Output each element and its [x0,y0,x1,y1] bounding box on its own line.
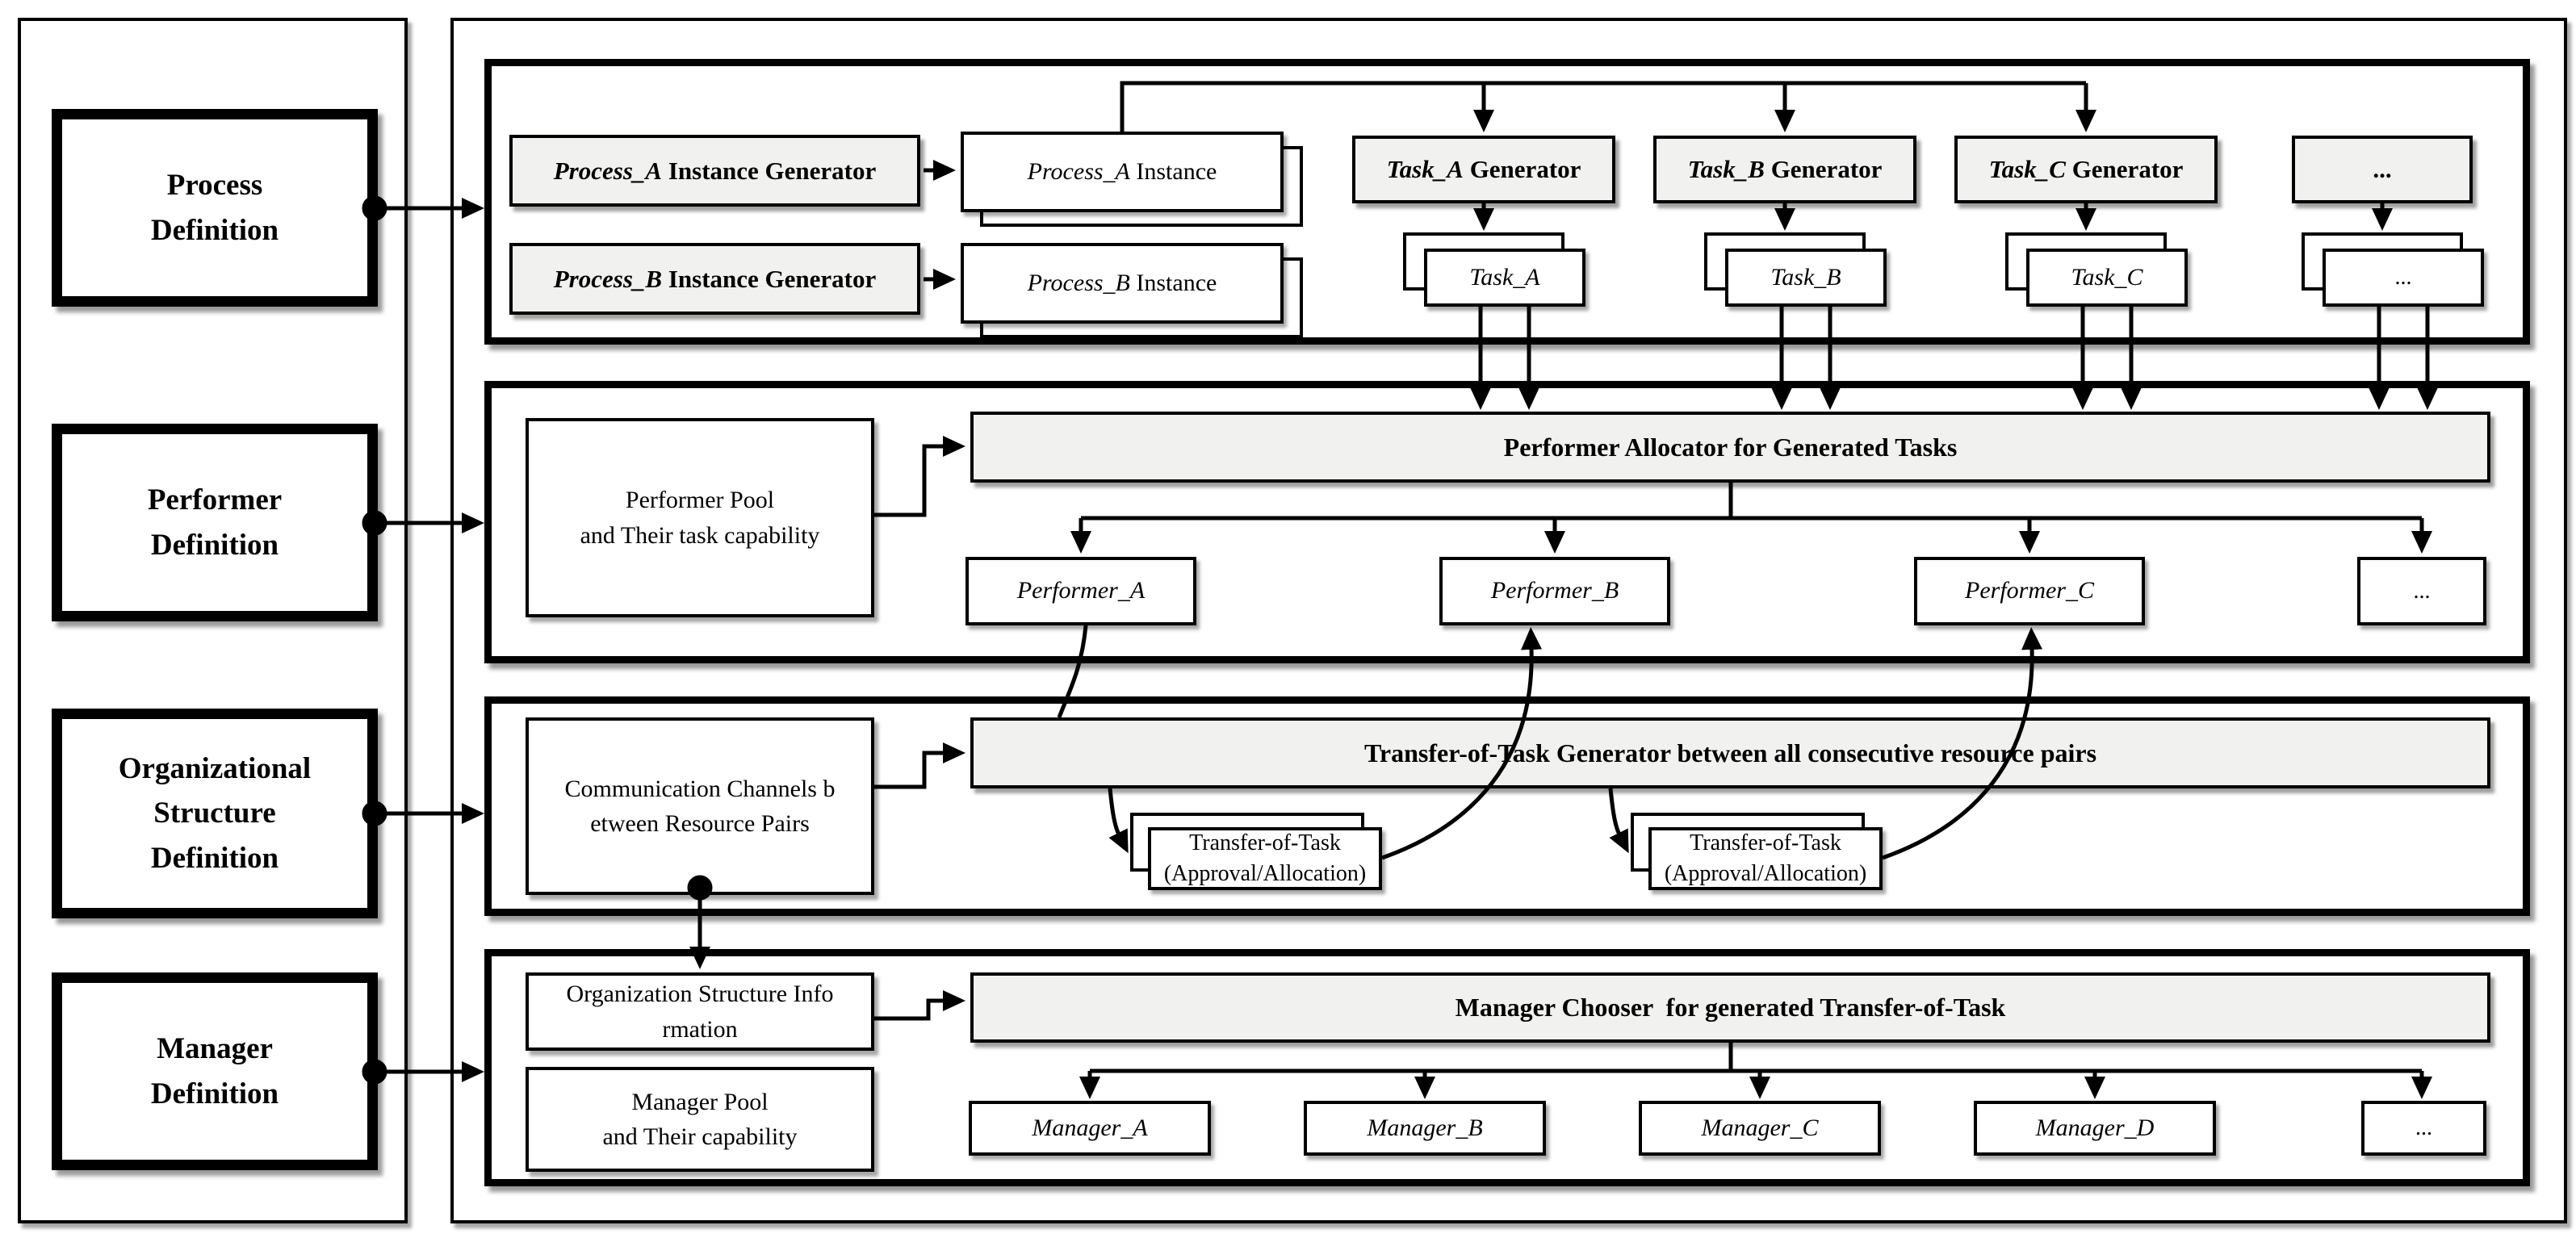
manager-ellipsis-box: ... [2361,1101,2486,1156]
task-a-name: Task_A [1386,155,1464,183]
process-b-instance-name: Process_B [1027,269,1130,296]
performer-c-box: Performer_C [1914,557,2145,625]
process-b-instance-generator-box: Process_B Instance Generator [509,243,920,315]
process-a-instance-name: Process_A [1027,157,1130,185]
manager-a-box: Manager_A [969,1101,1211,1156]
task-c-gen-rest: Generator [2065,155,2184,183]
task-b-name: Task_B [1687,155,1765,183]
task-a-generator-box: Task_A Generator [1352,136,1615,203]
task-a-gen-rest: Generator [1463,155,1581,183]
communication-channels-box: Communication Channels b etween Resource… [526,717,874,895]
process-b-gen-rest: Instance Generator [662,264,877,293]
performer-b-box: Performer_B [1439,557,1670,625]
task-c-box: Task_C [2026,249,2188,307]
transfer-left-box: Transfer-of-Task (Approval/Allocation) [1148,827,1382,890]
organizational-structure-definition-box: Organizational Structure Definition [52,709,378,918]
manager-definition-box: Manager Definition [52,972,378,1170]
process-definition-box: Process Definition [52,109,378,307]
process-a-instance-generator-box: Process_A Instance Generator [509,135,920,207]
process-a-name: Process_A [553,156,663,185]
organization-structure-information-box: Organization Structure Info rmation [526,972,874,1051]
task-ellipsis-gen-label: ... [2373,155,2392,183]
task-b-generator-box: Task_B Generator [1653,136,1916,203]
task-c-generator-box: Task_C Generator [1954,136,2218,203]
transfer-of-task-generator-bar: Transfer-of-Task Generator between all c… [970,717,2490,788]
manager-d-box: Manager_D [1974,1101,2216,1156]
process-a-gen-rest: Instance Generator [662,156,877,185]
process-b-name: Process_B [553,264,663,293]
process-a-instance-box: Process_A Instance [961,132,1284,212]
task-c-name: Task_C [1988,155,2066,183]
performer-allocator-bar: Performer Allocator for Generated Tasks [970,412,2490,483]
performer-definition-box: Performer Definition [52,424,378,621]
transfer-right-box: Transfer-of-Task (Approval/Allocation) [1648,827,1883,890]
performer-pool-box: Performer Pool and Their task capability [526,418,874,617]
manager-c-box: Manager_C [1639,1101,1881,1156]
performer-ellipsis-box: ... [2357,557,2486,625]
manager-b-box: Manager_B [1304,1101,1546,1156]
task-ellipsis-generator-box: ... [2292,136,2473,203]
task-b-box: Task_B [1725,249,1887,307]
task-a-box: Task_A [1424,249,1585,307]
manager-chooser-bar: Manager Chooser for generated Transfer-o… [970,972,2490,1043]
task-ellipsis-box: ... [2323,249,2484,307]
task-b-gen-rest: Generator [1764,155,1883,183]
process-a-instance-rest: Instance [1129,157,1217,185]
process-b-instance-rest: Instance [1129,269,1217,296]
manager-pool-box: Manager Pool and Their capability [526,1067,874,1172]
process-b-instance-box: Process_B Instance [961,243,1284,324]
performer-a-box: Performer_A [965,557,1196,625]
